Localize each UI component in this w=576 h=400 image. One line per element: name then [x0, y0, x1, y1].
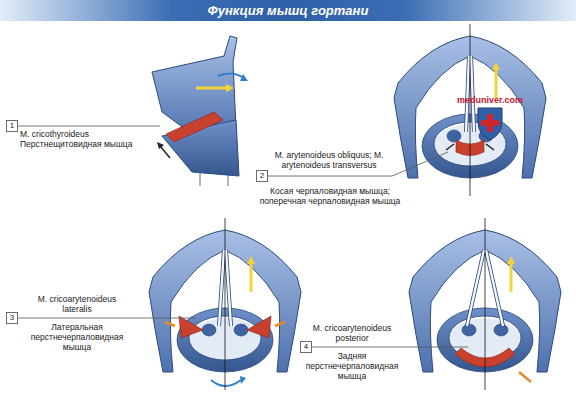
- illustration-part: [507, 256, 515, 264]
- illustration-part: [247, 256, 255, 264]
- callout-number: 2: [260, 172, 264, 180]
- title: Функция мышц гортани: [208, 3, 369, 18]
- muscle-russian-name: Латеральная перстнечерпаловидная мышца: [22, 322, 132, 352]
- callout-box: 2: [256, 170, 268, 182]
- muscle-latin-name: M. arytenoideus obliquus; M. arytenoideu…: [270, 150, 388, 170]
- callout-number: 3: [10, 314, 14, 322]
- illustration-part: [481, 114, 499, 132]
- illustration-part: [240, 74, 248, 81]
- muscle-russian-name: Перстнещитовидная мышца: [20, 139, 150, 149]
- muscle-russian-name: Косая черпаловидная мышца; поперечная че…: [255, 186, 405, 206]
- illustration-part: [492, 62, 500, 70]
- callout-box: 3: [6, 312, 18, 324]
- illustration-part: [211, 380, 241, 386]
- larynx-lateral-view: [152, 36, 248, 186]
- logo-shield: [478, 108, 502, 140]
- watermark: meduniver.com: [452, 95, 528, 105]
- larynx-top-view-4: [409, 218, 561, 390]
- muscle-latin-name: M. cricoarytenoideus posterior: [300, 323, 404, 343]
- illustration-part: [485, 218, 486, 390]
- illustration-part: [240, 376, 246, 384]
- muscle-russian-name: Задняя перстнечерпаловидная мышца: [300, 351, 404, 381]
- illustration-part: [157, 142, 164, 149]
- leader-lines: [18, 126, 468, 347]
- illustration-part: [519, 372, 531, 382]
- illustration-part: [225, 218, 226, 390]
- illustration-part: [166, 112, 223, 142]
- illustration-part: [470, 24, 471, 196]
- title-bar: Функция мышц гортани: [0, 0, 576, 21]
- larynx-top-view-3: [149, 218, 301, 390]
- illustration-part: [196, 87, 226, 90]
- illustration-part: [160, 146, 170, 158]
- muscle-latin-name: M. cricothyroideus: [20, 129, 150, 139]
- leader-line: [18, 126, 160, 127]
- illustration-part: [495, 70, 498, 98]
- illustration-part: [510, 264, 513, 292]
- leader-line: [312, 347, 468, 348]
- callout-number: 1: [10, 122, 14, 130]
- illustration-part: [226, 84, 234, 92]
- illustration-part: [250, 264, 253, 292]
- illustration-part: [200, 172, 228, 186]
- illustration-part: [218, 73, 244, 78]
- callout-box: 4: [300, 341, 312, 353]
- leader-line: [18, 318, 195, 319]
- callout-box: 1: [6, 120, 18, 132]
- callout-number: 4: [304, 343, 308, 351]
- muscle-latin-name: M. cricoarytenoideus lateralis: [22, 294, 132, 314]
- larynx-top-view-2: [394, 24, 546, 196]
- illustration-part: [478, 108, 502, 140]
